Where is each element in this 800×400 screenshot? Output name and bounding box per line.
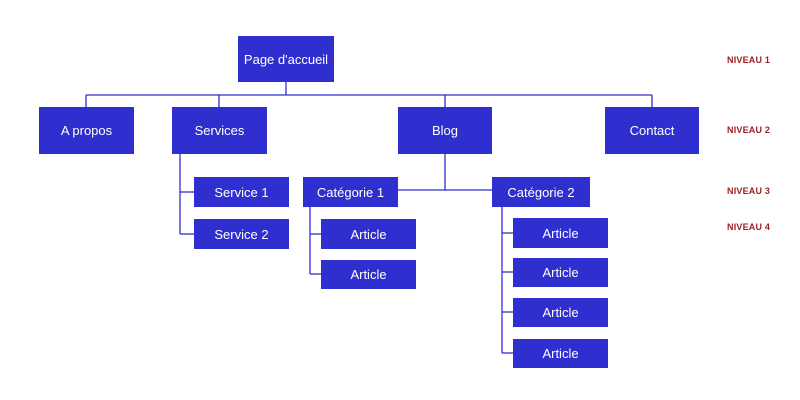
level-label-1: NIVEAU 1	[727, 55, 771, 65]
level-label-4: NIVEAU 4	[727, 222, 771, 232]
level-label-2: NIVEAU 2	[727, 125, 771, 135]
node-article: Article	[513, 339, 608, 368]
level-label-3: NIVEAU 3	[727, 186, 771, 196]
node-service-1: Service 1	[194, 177, 289, 207]
node-article: Article	[513, 218, 608, 248]
node-article: Article	[321, 219, 416, 249]
node-blog: Blog	[398, 107, 492, 154]
node-category-1: Catégorie 1	[303, 177, 398, 207]
node-service-2: Service 2	[194, 219, 289, 249]
node-home: Page d'accueil	[238, 36, 334, 82]
node-contact: Contact	[605, 107, 699, 154]
node-article: Article	[513, 298, 608, 327]
node-article: Article	[513, 258, 608, 287]
node-services: Services	[172, 107, 267, 154]
node-about: A propos	[39, 107, 134, 154]
node-article: Article	[321, 260, 416, 289]
node-category-2: Catégorie 2	[492, 177, 590, 207]
